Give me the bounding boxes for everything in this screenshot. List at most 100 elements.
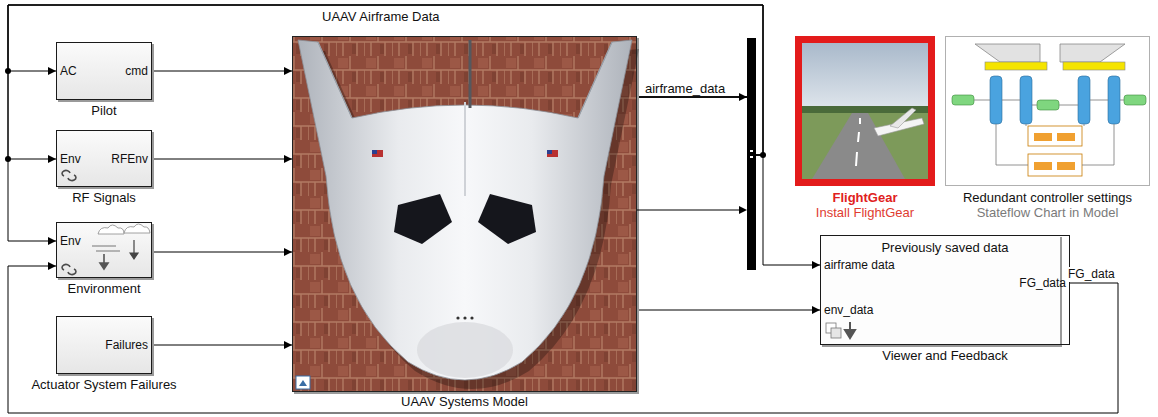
chart-shape: [1060, 44, 1125, 62]
library-link-icon: [62, 170, 76, 180]
chart-state: [1108, 76, 1120, 124]
subsystem-block: ACcmdPilot: [56, 42, 152, 100]
cloud-icon: [124, 224, 150, 233]
flag-decal: [547, 150, 558, 157]
stateflow-thumbnail: [946, 37, 1149, 185]
flag-decal: [372, 150, 383, 157]
bus-bar: [747, 38, 756, 270]
viewer-icon: [831, 328, 841, 338]
chart-ground: [946, 37, 1149, 185]
antenna: [469, 40, 472, 108]
chart-thumbnail: Redundant controller settingsStateflow C…: [945, 36, 1150, 186]
chart-box: [1028, 126, 1082, 146]
runway-marks: [856, 118, 860, 166]
bus-wiring: [5, 38, 766, 270]
junction-dot: [760, 152, 766, 158]
chart-box: [1034, 133, 1052, 141]
block-icons: [62, 170, 855, 338]
chart-box: [1028, 154, 1082, 176]
hull-dot: [463, 316, 466, 319]
port-label: cmd: [125, 63, 148, 79]
block-name: Viewer and Feedback: [882, 348, 1008, 364]
signal-line: [152, 71, 292, 72]
gravity-arrow-icon: [130, 240, 138, 259]
chart-state: [1037, 100, 1059, 110]
port-label: env_data: [824, 302, 873, 318]
signal-line: [152, 345, 292, 346]
chart-bar: [1063, 62, 1125, 70]
grass: [802, 113, 928, 179]
wind-icon: [92, 246, 120, 251]
block-name: RF Signals: [72, 190, 136, 206]
sky: [802, 43, 928, 113]
down-arrow-icon: [100, 254, 108, 269]
chart-bar: [985, 62, 1047, 70]
spacecraft-picture: [292, 36, 639, 392]
arrowhead: [739, 93, 747, 101]
nose-cap: [417, 322, 513, 378]
port-label: airframe data: [824, 257, 895, 273]
chart-transition: [974, 100, 1124, 165]
chart-shape: [975, 44, 1040, 62]
port-label: RFEnv: [111, 151, 148, 167]
model-reference-icon: [299, 380, 307, 386]
signal-wire: [637, 210, 740, 211]
bus-mark: [750, 150, 753, 152]
hull-ridge: [464, 102, 466, 196]
chart-state: [1078, 76, 1090, 124]
block-fill: [56, 316, 152, 374]
flag-decal: [372, 150, 377, 154]
signal-line: [637, 97, 820, 265]
flag-decal: [547, 150, 552, 154]
window: [478, 194, 536, 244]
link-text: Install FlightGear: [816, 205, 914, 221]
chart-state: [1124, 95, 1146, 105]
viewer-icon: [845, 322, 855, 338]
port-label: AC: [60, 63, 77, 79]
port-label: Failures: [105, 337, 148, 353]
block-name: Environment: [68, 281, 141, 297]
model-block: UAAV Systems Model: [292, 36, 637, 392]
subsystem-block: EnvEnvironment: [56, 222, 152, 278]
port-label: FG_data: [1019, 275, 1066, 291]
thumbnail-title: Redundant controller settings: [963, 190, 1132, 206]
subsystem-block: FailuresActuator System Failures: [56, 316, 152, 374]
block-fill: [56, 222, 152, 278]
block-name: Actuator System Failures: [31, 377, 176, 393]
model-reference-icon: [296, 376, 310, 389]
library-link-icon: [62, 264, 76, 274]
chart-box: [1057, 162, 1075, 170]
block-fill: [56, 42, 152, 100]
flightgear-thumbnail: [802, 43, 928, 179]
plane-wing: [890, 108, 916, 128]
block-name: UAAV Systems Model: [401, 394, 528, 410]
flightgear-link: FlightGearInstall FlightGear: [795, 36, 935, 186]
port-label: Env: [60, 151, 81, 167]
block-fill: [56, 130, 152, 187]
junction-dot: [5, 68, 11, 74]
signal-name: FG_data: [1066, 267, 1117, 282]
brick-ground: [292, 36, 637, 392]
chart-state: [1020, 76, 1032, 124]
hull-dot: [470, 316, 473, 319]
thumbnail-subtitle: Stateflow Chart in Model: [977, 205, 1119, 221]
cloud-icon: [98, 225, 124, 234]
signal-line: [637, 310, 820, 311]
port-label: Env: [60, 233, 81, 249]
signal-line: [152, 252, 292, 253]
signal-name: airframe_data: [643, 81, 727, 96]
window: [394, 194, 452, 244]
chart-state: [952, 95, 974, 105]
viewer-block: Previously saved dataairframe data env_da…: [820, 235, 1070, 345]
runway: [812, 113, 905, 179]
chart-box: [1034, 162, 1052, 170]
chart-state: [990, 76, 1002, 124]
chart-box: [1057, 133, 1075, 141]
craft-body: [298, 40, 632, 380]
block-heading: Previously saved data: [821, 240, 1069, 256]
signal-line: [152, 159, 292, 160]
signal-name: UAAV Airframe Data: [320, 9, 442, 24]
junction-dot: [5, 156, 11, 162]
hull-dot: [456, 316, 459, 319]
